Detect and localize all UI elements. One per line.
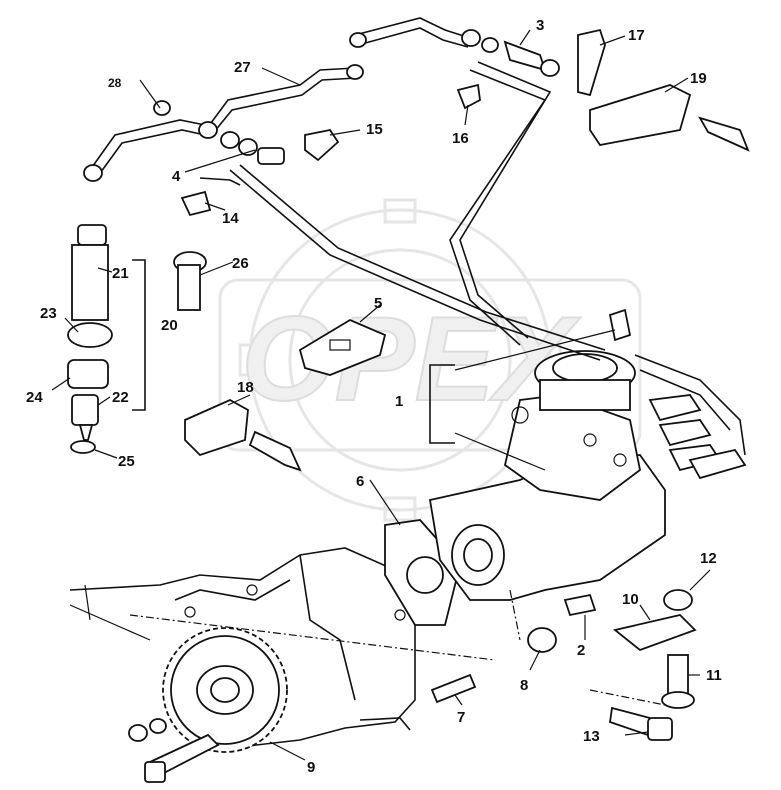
gear-bolt: [128, 718, 220, 783]
timing-gear: [162, 627, 288, 753]
callout-17: 17: [628, 27, 645, 44]
callout-13: 13: [583, 728, 600, 745]
callout-16: 16: [452, 130, 469, 147]
plate-5: [298, 318, 387, 376]
bolt-26: [173, 251, 207, 311]
injection-pump: [428, 350, 747, 601]
nozzle-holder-assembly: [67, 224, 113, 454]
watermark-text: OPEX: [241, 292, 581, 426]
bracket-18: [184, 398, 302, 472]
callout-9: 9: [307, 759, 315, 776]
bracket-19: [589, 84, 750, 152]
callout-2: 2: [577, 642, 585, 659]
callout-22: 22: [112, 389, 129, 406]
fittings: [83, 28, 632, 342]
callout-1: 1: [395, 393, 403, 410]
callout-25: 25: [118, 453, 135, 470]
callout-4: 4: [172, 168, 181, 185]
callout-3: 3: [536, 17, 544, 34]
callout-23: 23: [40, 305, 57, 322]
callout-labels: 1 2 3 4 5 6 7 8 9 10 11 12 13 14 15 16 1…: [26, 17, 722, 776]
callout-18: 18: [237, 379, 254, 396]
callout-28: 28: [108, 76, 122, 90]
guide-lines: [129, 589, 666, 706]
callout-11: 11: [706, 667, 722, 684]
callout-5: 5: [374, 295, 382, 312]
callout-20: 20: [161, 317, 178, 334]
callout-8: 8: [520, 677, 528, 694]
bracket-1: [429, 364, 455, 444]
callout-14: 14: [222, 210, 239, 227]
callout-15: 15: [366, 121, 383, 138]
bracket-20: [132, 259, 146, 411]
callout-10: 10: [622, 591, 639, 608]
plate-5-slot: [329, 339, 351, 351]
callout-21: 21: [112, 265, 129, 282]
gasket-hole: [406, 556, 444, 594]
callout-26: 26: [232, 255, 249, 272]
callout-12: 12: [700, 550, 717, 567]
leader-lines: [51, 29, 711, 761]
lower-right-parts: [527, 589, 697, 741]
callout-27: 27: [234, 59, 251, 76]
callout-7: 7: [457, 709, 465, 726]
callout-24: 24: [26, 389, 43, 406]
callout-6: 6: [356, 473, 364, 490]
stud: [430, 673, 477, 704]
callout-19: 19: [690, 70, 707, 87]
